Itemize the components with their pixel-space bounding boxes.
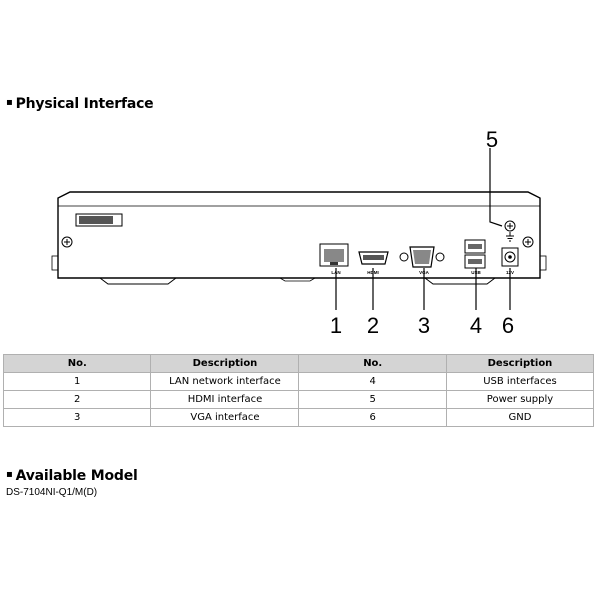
- header-no-1: No.: [2, 354, 152, 373]
- table-cell: 6: [298, 408, 447, 427]
- callout-5: 5: [486, 127, 498, 152]
- hdmi-logo: [75, 213, 123, 227]
- table-cell: 2: [2, 390, 152, 409]
- table-cell: 4: [298, 372, 447, 391]
- table-cell: LAN network interface: [150, 372, 300, 391]
- vga-port: [399, 246, 445, 268]
- table-cell: Power supply: [445, 390, 595, 409]
- table-cell: HDMI interface: [150, 390, 300, 409]
- available-model-title: Available Model: [15, 468, 138, 484]
- table-cell: USB interfaces: [445, 372, 595, 391]
- screw-icon: [61, 236, 73, 248]
- callout-4: 4: [470, 313, 482, 338]
- interface-table: No. Description No. Description 1 LAN ne…: [2, 354, 595, 427]
- power-port: [501, 247, 519, 267]
- table-cell: VGA interface: [150, 408, 300, 427]
- hdmi-port: [358, 251, 389, 265]
- callout-leaders: [335, 148, 511, 310]
- callout-3: 3: [418, 313, 430, 338]
- table-row: 1 LAN network interface 4 USB interfaces: [2, 372, 595, 391]
- screw-icon: [522, 236, 534, 248]
- chassis: [51, 191, 547, 285]
- header-description-1: Description: [150, 354, 300, 373]
- device-rear-panel-diagram: LAN HDMI VGA USB 12V 1 2 3 4 5 6: [51, 127, 547, 338]
- table-header-row: No. Description No. Description: [2, 354, 595, 373]
- usb-ports: [464, 239, 486, 269]
- table-row: 3 VGA interface 6 GND: [2, 408, 595, 427]
- table-cell: GND: [445, 408, 595, 427]
- callout-6: 6: [502, 313, 514, 338]
- callout-2: 2: [367, 313, 379, 338]
- available-model-heading: ▪Available Model: [6, 468, 138, 484]
- callout-1: 1: [330, 313, 342, 338]
- table-cell: 1: [2, 372, 152, 391]
- bullet-icon: ▪: [6, 97, 13, 108]
- bullet-icon: ▪: [6, 469, 13, 480]
- physical-interface-heading: ▪Physical Interface: [6, 96, 154, 112]
- physical-interface-title: Physical Interface: [15, 96, 154, 112]
- table-cell: 3: [2, 408, 152, 427]
- model-name: DS-7104NI-Q1/M(D): [6, 487, 98, 498]
- lan-port: [319, 243, 349, 267]
- table-row: 2 HDMI interface 5 Power supply: [2, 390, 595, 409]
- header-no-2: No.: [298, 354, 447, 373]
- header-description-2: Description: [445, 354, 595, 373]
- table-cell: 5: [298, 390, 447, 409]
- gnd-screw-icon: [504, 220, 516, 242]
